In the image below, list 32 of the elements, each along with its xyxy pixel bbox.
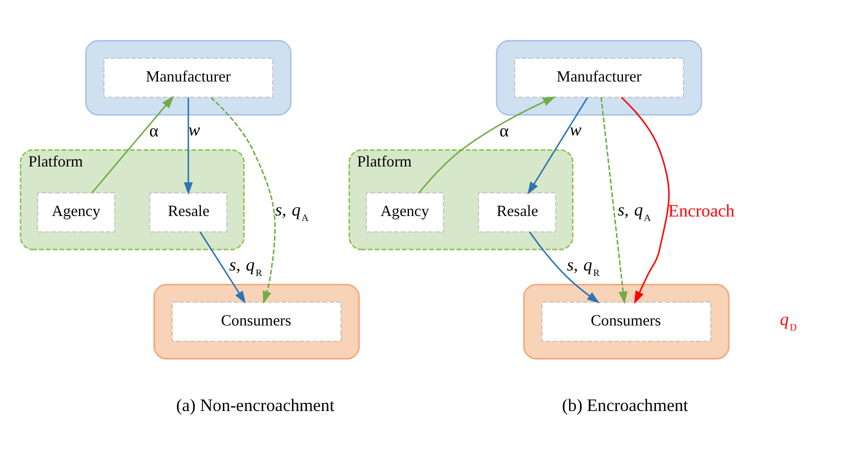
arrow <box>600 97 628 304</box>
label: (a) Non-encroachment <box>176 394 334 415</box>
edge-label: s, q$_{A}$ <box>618 200 651 224</box>
arrow <box>620 96 670 304</box>
arrow <box>529 232 600 304</box>
arrow <box>91 96 174 194</box>
node-box: Resale <box>478 192 556 232</box>
node-box: Resale <box>149 192 228 232</box>
node-box: Agency <box>37 192 116 232</box>
cluster <box>153 284 360 360</box>
node-box: Consumers <box>172 302 342 342</box>
label: (b) Encroachment <box>562 394 688 415</box>
edge-label: Encroach <box>668 200 735 221</box>
edge-label: α <box>149 120 159 141</box>
node-box: Manufacturer <box>514 58 684 98</box>
cluster <box>496 40 702 116</box>
arrow <box>200 232 246 304</box>
edge-label: s, q$_{R}$ <box>566 254 600 279</box>
label: q$_{D}$ <box>780 308 797 334</box>
arrow <box>210 97 276 304</box>
cluster <box>85 40 292 116</box>
edge-label: w <box>570 120 582 140</box>
node-box: Manufacturer <box>103 58 274 98</box>
node-box: Agency <box>366 192 444 232</box>
edge-label: s, q$_{R}$ <box>229 254 262 279</box>
edge-label: s, q$_{A}$ <box>275 200 309 224</box>
arrow <box>527 97 588 195</box>
arrow <box>184 97 193 196</box>
node-box: Consumers <box>542 302 712 342</box>
cluster <box>523 284 730 360</box>
arrow <box>418 96 556 194</box>
edge-label: α <box>500 120 509 141</box>
